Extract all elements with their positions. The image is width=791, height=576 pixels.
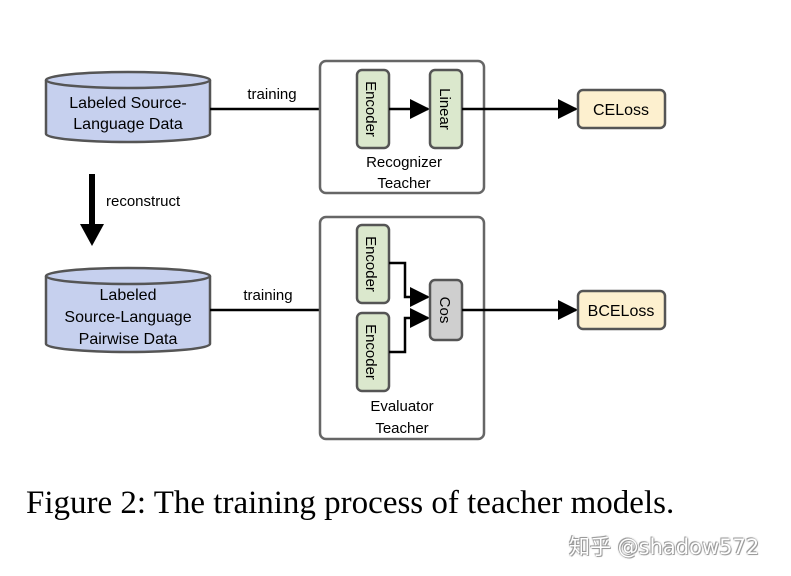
evaluator-encoder-label-1: Encoder [362,236,379,292]
db-bottom-label-line2: Source-Language [64,309,191,326]
training-label-top: training [247,86,296,103]
reconstruct-arrow: reconstruct [80,174,181,246]
recognizer-teacher: Encoder Linear Recognizer Teacher [318,59,486,195]
recognizer-encoder-label: Encoder [362,81,379,137]
reconstruct-label: reconstruct [106,193,181,210]
evaluator-title-line1: Evaluator [370,398,433,415]
db-bottom-label-line3: Pairwise Data [79,331,178,348]
db-bottom-label-line1: Labeled [100,287,157,304]
evaluator-teacher: Encoder Encoder Cos Evaluator Teacher [318,215,486,441]
recognizer-title-line2: Teacher [377,175,430,192]
evaluator-encoder-label-2: Encoder [362,324,379,380]
evaluator-title-line2: Teacher [375,420,428,437]
figure-caption: Figure 2: The training process of teache… [26,485,675,521]
celoss-node: CELoss [576,88,667,130]
recognizer-title-line1: Recognizer [366,154,442,171]
bceloss-label: BCELoss [588,303,655,320]
db-top-label-line1: Labeled Source- [69,95,186,112]
celoss-label: CELoss [593,102,649,119]
bceloss-node: BCELoss [576,289,667,331]
cos-label: Cos [436,297,453,324]
labeled-source-language-data-db: Labeled Source- Language Data [44,70,212,144]
labeled-pairwise-data-db: Labeled Source-Language Pairwise Data [44,266,212,354]
recognizer-linear-label: Linear [436,88,453,130]
db-top-label-line2: Language Data [73,116,183,133]
watermark: 知乎 @shadow572 [569,535,760,559]
training-label-bottom: training [243,287,292,304]
